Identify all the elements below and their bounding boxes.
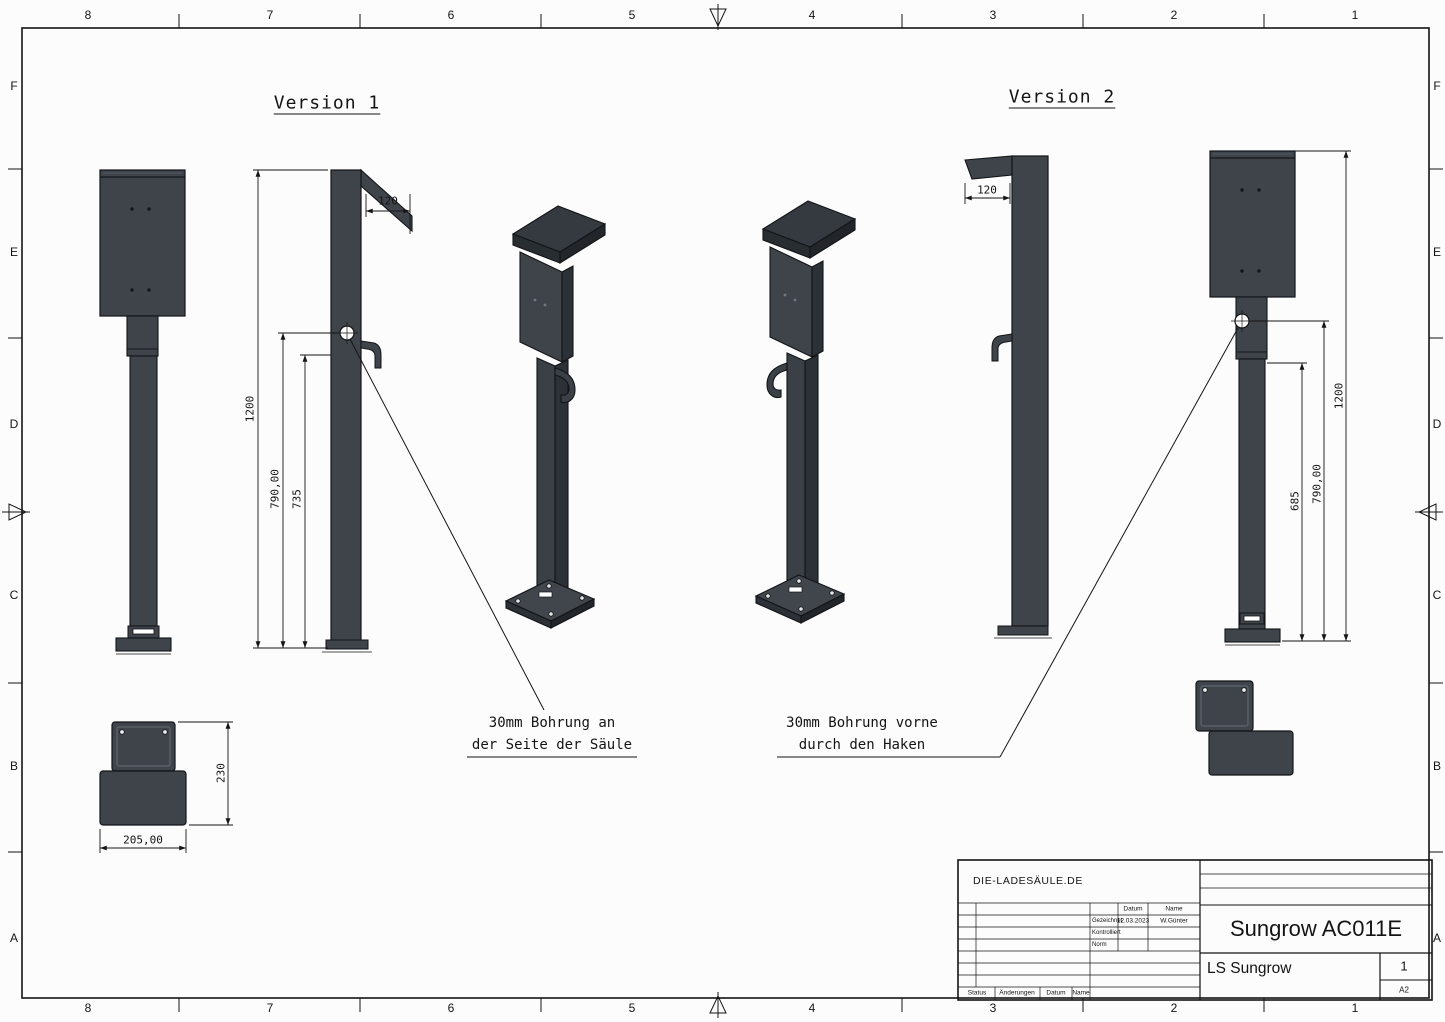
mount-hole (1240, 188, 1244, 192)
dim-base-height: 230 (214, 763, 228, 783)
bolt-hole (162, 729, 168, 735)
bolt-hole (119, 729, 125, 735)
tb-row-drawn-label: Gezeichnet (1092, 918, 1123, 924)
tb-row-drawn-date: 12.03.2023 (1116, 917, 1150, 925)
annotation-v2-hole-line2: durch den Haken (798, 737, 926, 753)
mount-hole (147, 288, 151, 292)
v1-dimensions (253, 169, 411, 649)
tb-row-norm-label: Norm (1092, 942, 1107, 948)
dim-base-width: 205,00 (123, 833, 163, 847)
zone-bottom-5: 5 (628, 1001, 636, 1015)
v2-side-view (964, 155, 1052, 639)
dim-v1-hook-height: 735 (290, 489, 304, 509)
mount-hole (147, 207, 151, 211)
center-mark-top (709, 4, 727, 30)
mount-hole (1257, 188, 1261, 192)
version1-title: Version 1 (273, 92, 381, 114)
zone-top-6: 6 (447, 8, 455, 22)
zone-right-e: E (1432, 245, 1442, 259)
zone-right-a: A (1432, 931, 1442, 945)
base-detail-v2 (1195, 680, 1294, 776)
zone-top-4: 4 (808, 8, 816, 22)
zone-top-3: 3 (989, 8, 997, 22)
center-mark-bottom (709, 992, 727, 1018)
zone-left-d: D (9, 417, 19, 431)
tb-col-name: Name (1165, 905, 1183, 913)
mount-hole (1257, 269, 1261, 273)
base-dimensions (99, 721, 233, 853)
cable-hook (360, 340, 382, 369)
zone-top-1: 1 (1351, 8, 1359, 22)
tb-drawing-title: Sungrow AC011E (1229, 916, 1403, 941)
zone-top-8: 8 (84, 8, 92, 22)
cable-hook (766, 362, 788, 399)
zone-bottom-7: 7 (266, 1001, 274, 1015)
mount-hole (1240, 269, 1244, 273)
annotation-v2-hole: 30mm Bohrung vorne durch den Haken (786, 712, 938, 756)
zone-right-f: F (1433, 79, 1441, 93)
dim-v1-bracket-depth: 120 (378, 194, 398, 208)
v2-iso-view (754, 200, 857, 624)
v2-dimensions (1249, 150, 1351, 642)
title-block-grid (957, 859, 1433, 1001)
version2-title: Version 2 (1008, 86, 1116, 108)
dim-v1-total-height: 1200 (243, 395, 257, 423)
zone-bottom-3: 3 (989, 1001, 997, 1015)
annotation-v1-hole-line1: 30mm Bohrung an (488, 715, 616, 731)
annotation-v1-hole-line2: der Seite der Säule (471, 737, 633, 753)
zone-right-d: D (1432, 417, 1442, 431)
tb-footer-status: Status (967, 989, 987, 997)
tb-row-drawn-name: W.Günter (1160, 917, 1188, 925)
zone-bottom-6: 6 (447, 1001, 455, 1015)
zone-top-5: 5 (628, 8, 636, 22)
sheet-frame (2, 4, 1443, 1018)
zone-bottom-4: 4 (808, 1001, 816, 1015)
zone-bottom-8: 8 (84, 1001, 92, 1015)
zone-left-e: E (9, 245, 19, 259)
v1-front-view (99, 169, 186, 655)
cable-hook (991, 333, 1013, 362)
tb-footer-name: Name (1072, 989, 1090, 997)
tb-footer-changes: Änderungen (999, 989, 1035, 997)
tb-drawing-subtitle: LS Sungrow (1207, 960, 1292, 977)
v2-side-dimensions (964, 183, 1011, 204)
v1-iso-view (504, 205, 607, 629)
zone-left-c: C (9, 588, 19, 602)
center-mark-left (2, 503, 30, 521)
v1-side-view (322, 168, 413, 653)
zone-bottom-2: 2 (1170, 1001, 1178, 1015)
mount-hole (130, 288, 134, 292)
zone-top-2: 2 (1170, 8, 1178, 22)
bolt-hole (1202, 687, 1208, 693)
tb-footer-date: Datum (1046, 989, 1066, 997)
bolt-hole (1241, 687, 1247, 693)
zone-bottom-1: 1 (1351, 1001, 1359, 1015)
leader-lines (349, 327, 1239, 758)
mount-hole (130, 207, 134, 211)
dim-v2-total-height: 1200 (1332, 382, 1346, 410)
center-mark-right (1415, 503, 1443, 521)
tb-paper-format: A2 (1399, 985, 1409, 995)
base-detail-v1 (99, 721, 187, 826)
annotation-v2-hole-line1: 30mm Bohrung vorne (786, 715, 938, 731)
zone-right-b: B (1432, 759, 1442, 773)
dim-v1-hole-height: 790,00 (268, 469, 282, 509)
annotation-v1-hole: 30mm Bohrung an der Seite der Säule (472, 712, 632, 756)
zone-left-a: A (9, 931, 19, 945)
tb-company: DIE-LADESÄULE.DE (973, 875, 1083, 887)
tb-col-datum: Datum (1123, 905, 1143, 913)
zone-right-c: C (1432, 588, 1442, 602)
zone-left-b: B (9, 759, 19, 773)
cable-hook (554, 367, 576, 404)
dim-v2-bracket-depth: 120 (977, 183, 997, 197)
tb-row-checked-label: Kontrolliert (1092, 930, 1121, 936)
dim-v2-hook-height: 685 (1288, 491, 1302, 511)
tb-sheet-number: 1 (1400, 958, 1408, 974)
zone-left-f: F (10, 79, 18, 93)
dim-v2-hole-height: 790,00 (1310, 464, 1324, 504)
zone-top-7: 7 (266, 8, 274, 22)
v2-front-view (1209, 150, 1296, 646)
